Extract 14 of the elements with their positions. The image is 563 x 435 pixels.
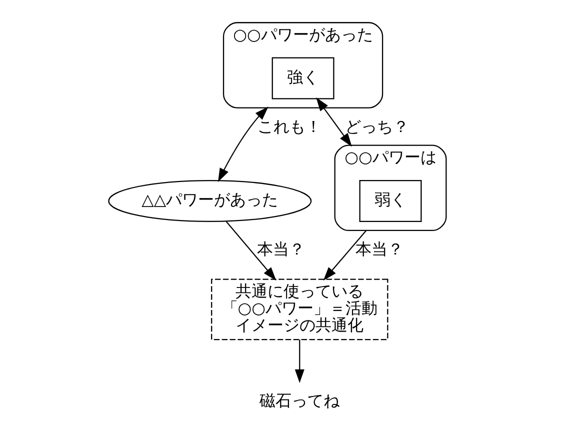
arrow	[316, 96, 352, 146]
node-ellipse: △△パワーがあった	[108, 179, 312, 222]
arrow	[225, 220, 276, 280]
node-box: 共通に使っている 「○○パワー」＝活動 イメージの共通化	[210, 278, 388, 340]
node-box: 強く	[271, 56, 334, 99]
edge-label: これも！	[256, 116, 321, 136]
arrow	[218, 106, 268, 182]
edge-label: どっち？	[344, 116, 408, 136]
node-text: 磁石ってね	[259, 390, 340, 410]
edge-label: 本当？	[256, 239, 304, 258]
edge-label: 本当？	[355, 239, 404, 258]
arrow	[294, 339, 304, 382]
arrow	[322, 230, 366, 280]
node-box: 弱く	[358, 179, 422, 222]
